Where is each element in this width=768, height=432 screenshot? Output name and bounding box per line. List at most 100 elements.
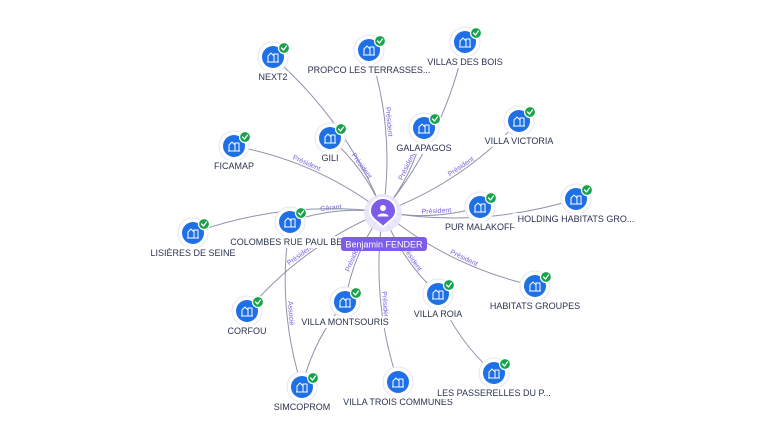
- verified-check-icon: [306, 371, 320, 385]
- verified-check-icon: [428, 112, 442, 126]
- edge-habitats-groupes: [382, 211, 536, 287]
- building-icon: [488, 368, 500, 379]
- company-node-propco[interactable]: PROPCO LES TERRASSES...: [305, 34, 433, 76]
- verified-check-icon: [197, 217, 211, 231]
- company-node-villa-trois-communes[interactable]: VILLA TROIS COMMUNES: [342, 366, 454, 408]
- company-label: LISIÈRES DE SEINE: [150, 248, 235, 258]
- building-icon: [432, 289, 444, 300]
- company-node-lisieres[interactable]: LISIÈRES DE SEINE: [144, 217, 242, 259]
- company-node-simcoprom[interactable]: SIMCOPROM: [274, 371, 331, 413]
- company-label: HABITATS GROUPES: [490, 301, 580, 311]
- building-icon: [241, 306, 253, 317]
- edge-label: Président: [350, 152, 373, 180]
- building-icon: [513, 116, 525, 127]
- company-node-corfou[interactable]: CORFOU: [228, 295, 267, 337]
- node-label-bg: [342, 396, 454, 408]
- node-label-bg: [478, 135, 560, 147]
- building-icon: [474, 202, 486, 213]
- node-label-bg: [275, 401, 329, 413]
- company-label: VILLA VICTORIA: [485, 136, 554, 146]
- node-label-bg: [212, 160, 256, 172]
- company-node-villa-montsouris[interactable]: VILLA MONTSOURIS: [299, 286, 391, 328]
- edge-label: Président: [384, 107, 394, 137]
- company-label: PROPCO LES TERRASSES...: [308, 65, 431, 75]
- edge-label: Président: [422, 207, 452, 216]
- verified-check-icon: [498, 357, 512, 371]
- building-icon: [267, 52, 279, 63]
- company-label: VILLA MONTSOURIS: [301, 317, 389, 327]
- company-node-next2[interactable]: NEXT2: [256, 41, 291, 83]
- building-icon: [570, 194, 582, 205]
- company-node-gili[interactable]: GILI: [314, 122, 348, 164]
- node-label-bg: [397, 142, 451, 154]
- building-icon: [363, 45, 375, 56]
- company-node-holding-habitats[interactable]: HOLDING HABITATS GRO...: [512, 183, 640, 225]
- edge-villa-victoria: [382, 120, 520, 213]
- company-label: CORFOU: [228, 326, 267, 336]
- company-label: HOLDING HABITATS GRO...: [518, 214, 635, 224]
- company-node-galapagos[interactable]: GALAPAGOS: [396, 112, 452, 154]
- building-icon: [529, 281, 541, 292]
- company-node-les-passerelles[interactable]: LES PASSERELLES DU P...: [430, 357, 558, 399]
- person-node[interactable]: Benjamin FENDER: [341, 194, 427, 251]
- node-label-bg: [489, 300, 581, 312]
- company-label: GALAPAGOS: [396, 143, 451, 153]
- person-pin: [368, 197, 398, 229]
- edge-corfou: [246, 211, 384, 312]
- company-label: LES PASSERELLES DU P...: [437, 388, 551, 398]
- verified-check-icon: [277, 41, 291, 55]
- node-label-bg: [316, 152, 344, 164]
- building-icon: [324, 133, 336, 144]
- edge-label: Président: [380, 291, 390, 321]
- edge-villa-trois-communes: [378, 211, 399, 383]
- node-label-bg: [408, 308, 468, 320]
- company-label: GILI: [321, 153, 338, 163]
- company-label: SIMCOPROM: [274, 402, 331, 412]
- verified-check-icon: [251, 295, 265, 309]
- node-label-bg: [256, 71, 290, 83]
- person-name: Benjamin FENDER: [345, 240, 423, 250]
- edge-label: Président: [449, 249, 479, 268]
- company-node-villa-victoria[interactable]: VILLA VICTORIA: [478, 105, 560, 147]
- building-icon: [459, 37, 471, 48]
- company-node-pur-malakoff[interactable]: PUR MALAKOFF: [445, 191, 516, 233]
- building-icon: [296, 382, 308, 393]
- node-label-bg: [512, 213, 640, 225]
- company-label: FICAMAP: [214, 161, 254, 171]
- verified-check-icon: [469, 26, 483, 40]
- edge-label: Associé: [286, 301, 295, 326]
- edge-ficamap: [233, 145, 384, 213]
- user-icon: [377, 205, 389, 217]
- node-label-bg: [305, 64, 433, 76]
- company-node-villas-des-bois[interactable]: VILLAS DES BOIS: [422, 26, 508, 68]
- building-icon: [284, 217, 296, 228]
- person-label-bg: [341, 237, 427, 251]
- company-node-colombes[interactable]: COLOMBES RUE PAUL BE...: [226, 206, 354, 248]
- company-label: VILLA ROIA: [414, 309, 463, 319]
- node-label-bg: [445, 221, 515, 233]
- edge-label: Président: [398, 152, 417, 182]
- edge-label: Président: [447, 156, 476, 178]
- node-label-bg: [228, 325, 266, 337]
- company-label: NEXT2: [258, 72, 287, 82]
- node-label-bg: [422, 56, 508, 68]
- verified-check-icon: [580, 183, 594, 197]
- verified-check-icon: [442, 278, 456, 292]
- company-label: VILLAS DES BOIS: [427, 57, 503, 67]
- company-label: VILLA TROIS COMMUNES: [343, 397, 453, 407]
- verified-check-icon: [373, 34, 387, 48]
- node-label-bg: [226, 236, 354, 248]
- company-node-ficamap[interactable]: FICAMAP: [212, 130, 256, 172]
- company-node-habitats-groupes[interactable]: HABITATS GROUPES: [489, 270, 581, 312]
- verified-check-icon: [334, 122, 348, 136]
- node-disc: [387, 371, 409, 393]
- building-icon: [418, 123, 430, 134]
- building-icon: [339, 297, 351, 308]
- nodes-layer: NEXT2 PROPCO LES TERRASSES...VILLAS DES B…: [144, 26, 640, 413]
- company-label: COLOMBES RUE PAUL BE...: [230, 237, 350, 247]
- company-node-villa-roia[interactable]: VILLA ROIA: [408, 278, 468, 320]
- verified-check-icon: [349, 286, 363, 300]
- node-label-bg: [430, 387, 558, 399]
- company-label: PUR MALAKOFF: [445, 222, 516, 232]
